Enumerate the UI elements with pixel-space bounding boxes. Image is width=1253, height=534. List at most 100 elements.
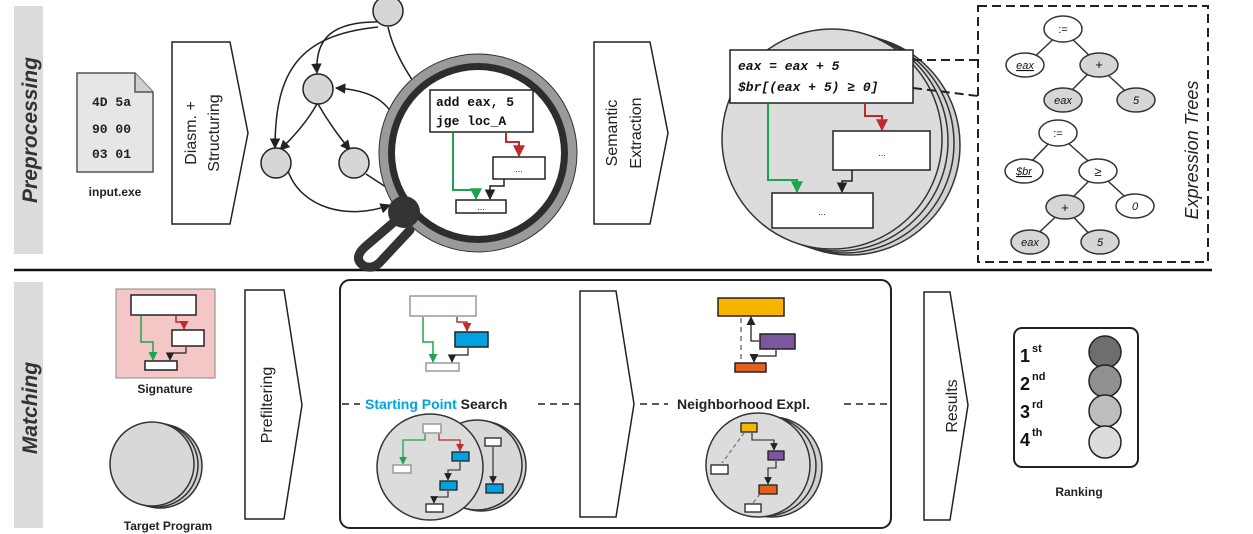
expression-tree-2 <box>1004 119 1155 255</box>
graph-node <box>260 147 292 179</box>
preprocessing-label: Preprocessing <box>19 57 42 203</box>
neighborhood-block <box>758 484 778 495</box>
disassembly-step-arrow <box>171 41 249 225</box>
semantic-code-block <box>729 49 914 104</box>
matched-block <box>439 480 458 491</box>
false-branch-edge <box>438 434 464 452</box>
semantic-step-label: Semantic <box>604 100 621 167</box>
neighborhood-block <box>717 297 785 317</box>
prefiltering-step-label: Prefiltering <box>259 367 276 443</box>
graph-node <box>338 147 370 179</box>
zoom-block-text: ... <box>477 202 485 212</box>
fallthrough-edge <box>165 347 187 361</box>
neighbor-edge <box>749 350 777 363</box>
false-branch-edge <box>505 133 525 158</box>
expression-trees-panel <box>977 5 1209 263</box>
neighbor-edge <box>764 461 777 485</box>
fallthrough-edge <box>836 170 853 194</box>
neighborhood-block <box>734 362 767 373</box>
neighborhood-block <box>759 333 796 350</box>
semantic-step-label: Extraction <box>628 97 645 168</box>
rank-number: 3 <box>1020 402 1030 422</box>
neighborhood-block <box>744 503 762 513</box>
tree-node-label: $br <box>1015 166 1033 178</box>
true-branch-edge <box>399 434 426 465</box>
tree-node-label: eax <box>1054 95 1072 107</box>
tree-node-label: 5 <box>1097 237 1104 249</box>
expression-tree-1 <box>1005 15 1156 113</box>
disassembly-step-label: Diasm. + <box>183 101 200 165</box>
matching-band <box>14 282 43 528</box>
neighbor-edge <box>746 316 759 342</box>
true-branch-edge <box>767 104 803 194</box>
false-branch-edge <box>864 104 888 132</box>
rank-circle <box>1088 425 1122 459</box>
true-branch-edge <box>422 317 438 363</box>
zoom-code-line: jge loc_A <box>436 114 506 129</box>
disassembly-step-label: Structuring <box>206 94 223 171</box>
expression-trees-label: Expression Trees <box>1182 81 1202 220</box>
rank-circle <box>1088 394 1122 428</box>
semantic-block-text: ... <box>818 207 826 217</box>
tree-node-label: 0 <box>1132 201 1139 213</box>
neighborhood-block <box>767 450 785 461</box>
rank-circle <box>1088 335 1122 369</box>
fallthrough-edge <box>430 491 449 504</box>
tree-node-label: ≥ <box>1094 164 1101 179</box>
matched-block <box>485 483 504 494</box>
tree-node-label: eax <box>1016 60 1034 72</box>
search-block <box>484 437 502 447</box>
matching-label: Matching <box>19 362 42 454</box>
ranking-label: Ranking <box>1055 485 1102 499</box>
file-name: input.exe <box>89 185 142 199</box>
search-block <box>422 423 442 434</box>
semantic-block <box>771 192 874 229</box>
rank-suffix: st <box>1032 343 1042 355</box>
matched-block <box>451 451 470 462</box>
neighborhood-disc-stack <box>705 412 823 518</box>
semantic-code-line: $br[(eax + 5) ≥ 0] <box>738 80 878 95</box>
target-program-disc-stack <box>109 421 203 509</box>
results-step-arrow <box>923 291 969 521</box>
signature-block <box>130 294 197 316</box>
search-block <box>392 464 412 474</box>
signature-block <box>171 329 205 347</box>
rank-suffix: rd <box>1032 399 1043 411</box>
file-hex-line: 4D 5a <box>92 95 131 110</box>
fallthrough-edge <box>447 348 469 363</box>
rank-suffix: nd <box>1032 371 1045 383</box>
preprocessing-band <box>14 6 43 254</box>
semantic-block-text: ... <box>878 148 886 158</box>
file-hex-line: 90 00 <box>92 122 131 137</box>
rank-suffix: th <box>1032 427 1043 439</box>
true-branch-edge <box>140 316 158 361</box>
search-block <box>425 362 460 372</box>
semantic-block <box>832 130 931 171</box>
input-file-icon <box>76 72 154 173</box>
graph-node <box>302 73 334 105</box>
semantic-step-arrow <box>593 41 669 225</box>
prefiltering-step-arrow <box>244 289 303 520</box>
neighborhood-block <box>740 422 758 433</box>
rank-number: 4 <box>1020 430 1030 450</box>
rank-number: 2 <box>1020 374 1030 394</box>
results-step-label: Results <box>944 379 961 432</box>
fallthrough-edge <box>444 462 461 481</box>
rank-circle <box>1088 364 1122 398</box>
callout-lines <box>912 59 979 97</box>
rank-number: 1 <box>1020 346 1030 366</box>
tree-node-label: 5 <box>1133 95 1140 107</box>
inner-step-arrow <box>579 290 635 518</box>
true-branch-edge <box>452 133 482 201</box>
false-branch-edge <box>456 317 472 332</box>
zoom-block-text: ... <box>515 164 523 174</box>
tree-node-label: eax <box>1021 237 1039 249</box>
search-block <box>409 295 477 317</box>
neighbor-edge <box>721 432 745 464</box>
neighborhood-label: Neighborhood Expl. <box>677 396 810 412</box>
starting-point-suffix: Search <box>457 396 508 412</box>
tree-node-label: + <box>1061 200 1069 215</box>
false-branch-edge <box>175 316 189 330</box>
